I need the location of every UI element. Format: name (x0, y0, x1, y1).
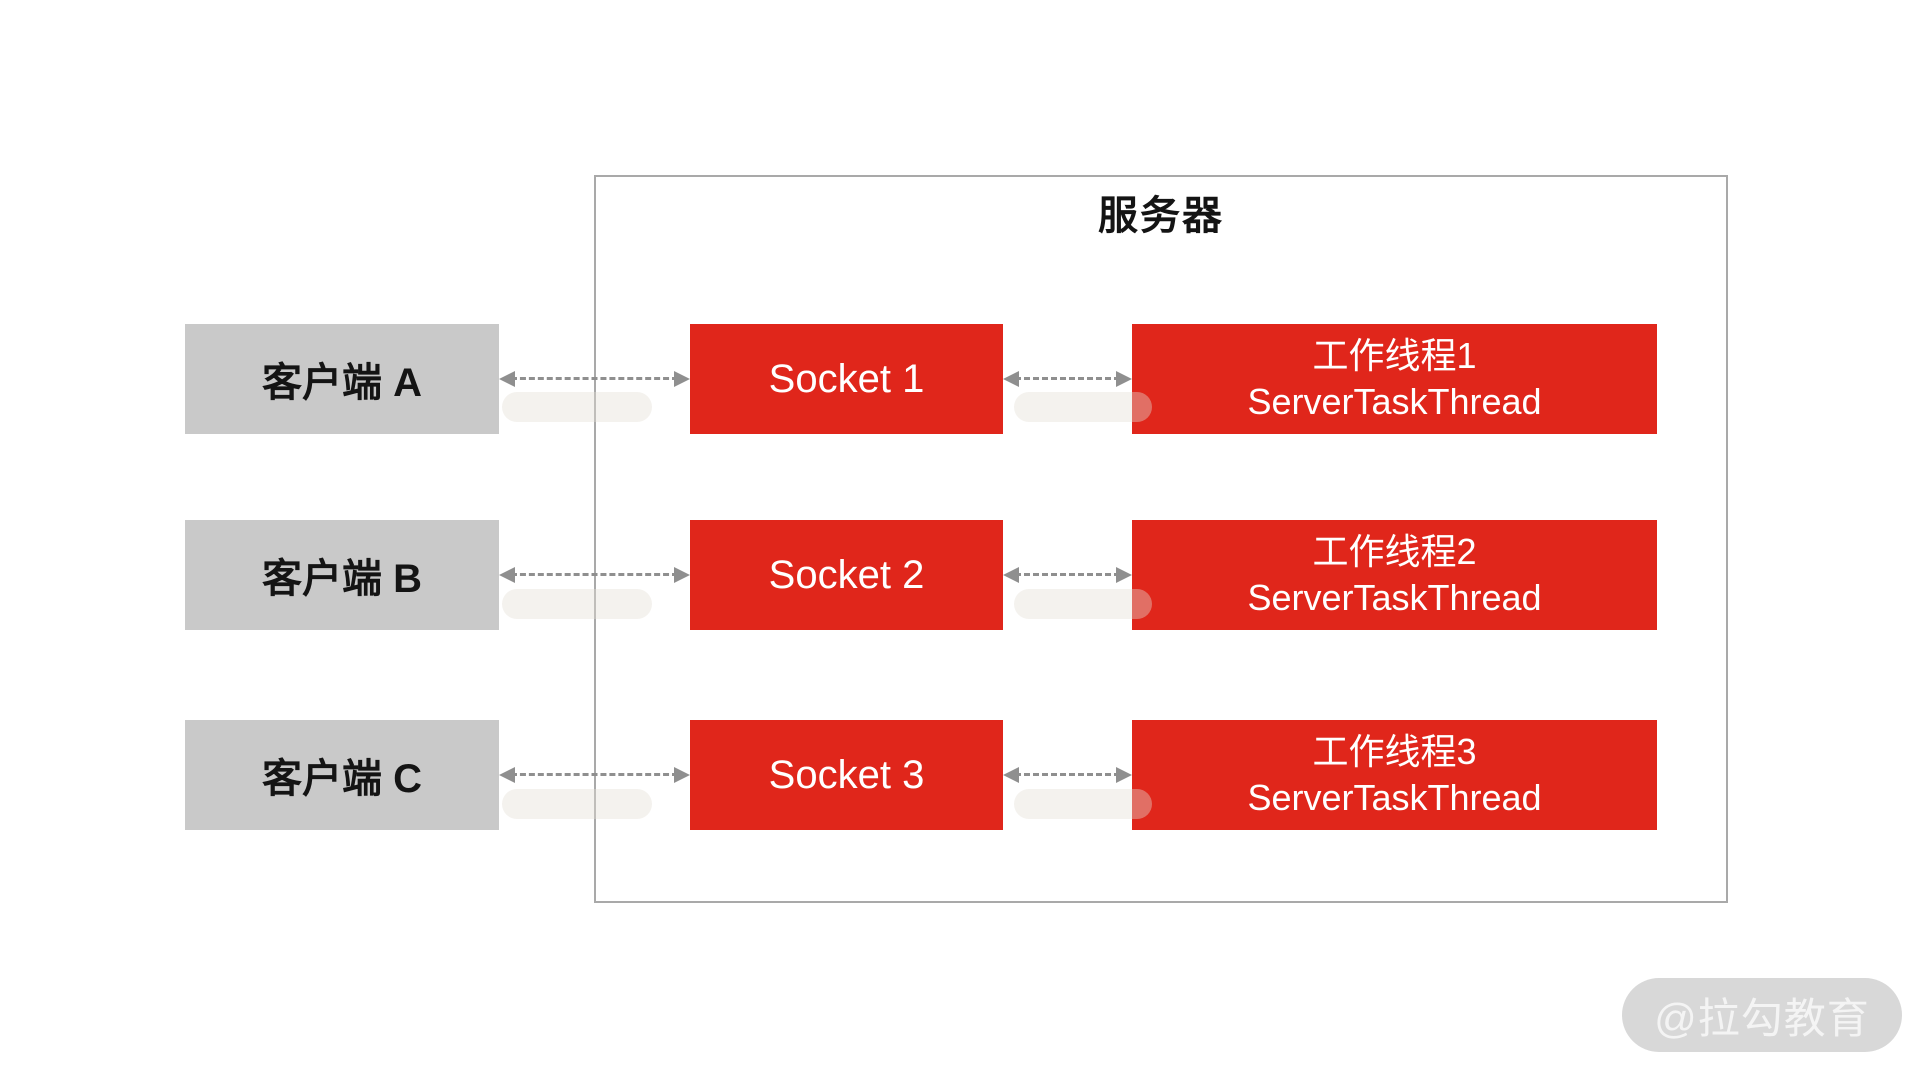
arrow-socket-1-thread-1 (1003, 371, 1132, 387)
client-b-label: 客户端 B (262, 557, 422, 601)
arrowhead-right-icon (674, 371, 690, 387)
client-a-label: 客户端 A (262, 361, 422, 405)
thread-1-box: 工作线程1 ServerTaskThread (1132, 324, 1657, 434)
arrowhead-left-icon (499, 371, 515, 387)
arrow-client-a-socket-1 (499, 371, 690, 387)
thread-3-subtitle: ServerTaskThread (1247, 777, 1542, 818)
socket-1-label: Socket 1 (768, 356, 925, 401)
server-container-box (594, 175, 1728, 903)
thread-3-box: 工作线程3 ServerTaskThread (1132, 720, 1657, 830)
thread-3-title: 工作线程3 (1312, 731, 1477, 772)
arrow-client-b-socket-2 (499, 567, 690, 583)
arrowhead-left-icon (1003, 567, 1019, 583)
socket-3-box: Socket 3 (690, 720, 1003, 830)
thread-2-title: 工作线程2 (1312, 531, 1477, 572)
ghost-watermark (502, 589, 652, 619)
arrowhead-left-icon (1003, 767, 1019, 783)
socket-1-box: Socket 1 (690, 324, 1003, 434)
socket-2-label: Socket 2 (768, 552, 925, 597)
thread-1-subtitle: ServerTaskThread (1247, 381, 1542, 422)
server-title: 服务器 (1098, 194, 1224, 238)
dashed-line (511, 773, 678, 776)
lagou-watermark-text: @拉勾教育 (1654, 994, 1870, 1042)
dashed-line (1015, 377, 1120, 380)
arrowhead-right-icon (674, 767, 690, 783)
socket-2-box: Socket 2 (690, 520, 1003, 630)
ghost-watermark (1014, 392, 1152, 422)
arrowhead-right-icon (674, 567, 690, 583)
socket-3-label: Socket 3 (768, 752, 925, 797)
arrowhead-left-icon (499, 767, 515, 783)
dashed-line (1015, 573, 1120, 576)
client-c-box: 客户端 C (185, 720, 499, 830)
arrow-socket-3-thread-3 (1003, 767, 1132, 783)
ghost-watermark (502, 789, 652, 819)
thread-1-title: 工作线程1 (1312, 335, 1477, 376)
ghost-watermark (1014, 789, 1152, 819)
arrow-socket-2-thread-2 (1003, 567, 1132, 583)
client-a-box: 客户端 A (185, 324, 499, 434)
thread-2-box: 工作线程2 ServerTaskThread (1132, 520, 1657, 630)
dashed-line (511, 377, 678, 380)
arrowhead-right-icon (1116, 371, 1132, 387)
client-b-box: 客户端 B (185, 520, 499, 630)
ghost-watermark (502, 392, 652, 422)
arrowhead-right-icon (1116, 567, 1132, 583)
dashed-line (1015, 773, 1120, 776)
arrowhead-left-icon (499, 567, 515, 583)
thread-2-subtitle: ServerTaskThread (1247, 577, 1542, 618)
arrowhead-left-icon (1003, 371, 1019, 387)
arrowhead-right-icon (1116, 767, 1132, 783)
ghost-watermark (1014, 589, 1152, 619)
arrow-client-c-socket-3 (499, 767, 690, 783)
lagou-watermark-badge: @拉勾教育 (1622, 978, 1902, 1052)
dashed-line (511, 573, 678, 576)
client-c-label: 客户端 C (262, 757, 422, 801)
